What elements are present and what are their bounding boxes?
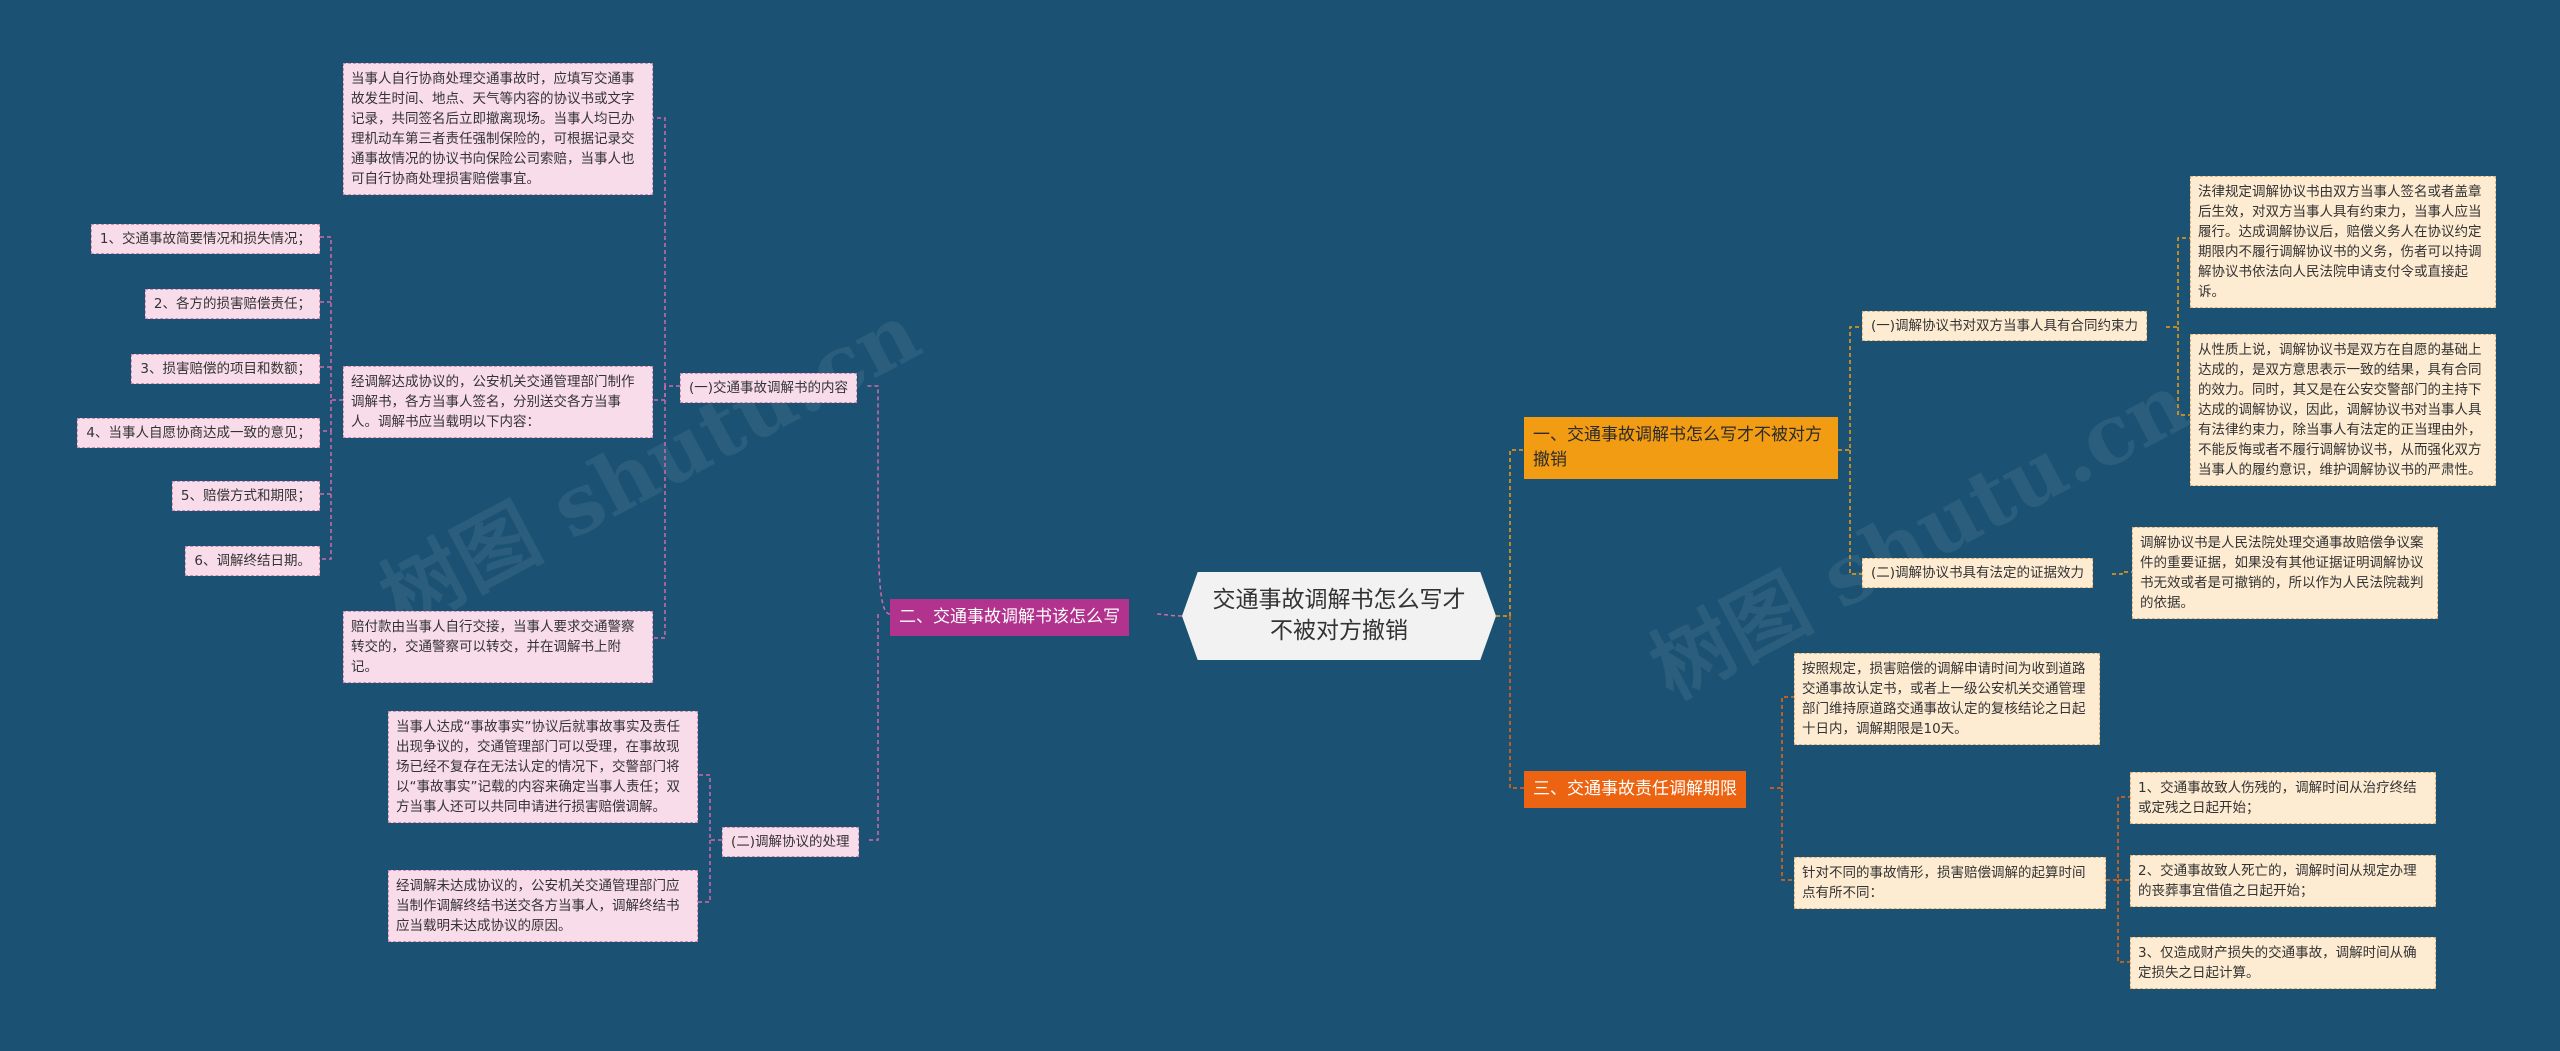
note-self-negotiation[interactable]: 当事人自行协商处理交通事故时，应填写交通事故发生时间、地点、天气等内容的协议书或… [343,63,653,195]
branch-mediation-period[interactable]: 三、交通事故责任调解期限 [1524,771,1746,808]
central-topic[interactable]: 交通事故调解书怎么写才不被对方撤销 [1182,572,1496,660]
period-item[interactable]: 1、交通事故致人伤残的，调解时间从治疗终结或定残之日起开始； [2130,772,2436,824]
note-application-time[interactable]: 按照规定，损害赔偿的调解申请时间为收到道路交通事故认定书，或者上一级公安机关交通… [1794,653,2100,745]
branch-not-revoked[interactable]: 一、交通事故调解书怎么写才不被对方撤销 [1524,417,1838,479]
branch-how-to-write[interactable]: 二、交通事故调解书该怎么写 [890,599,1129,636]
note-fact-agreement[interactable]: 当事人达成“事故事实”协议后就事故事实及责任出现争议的，交通管理部门可以受理，在… [388,711,698,823]
note-legal-effect[interactable]: 法律规定调解协议书由双方当事人签名或者盖章后生效，对双方当事人具有约束力，当事人… [2190,176,2496,308]
content-item[interactable]: 6、调解终结日期。 [185,546,320,576]
note-nature[interactable]: 从性质上说，调解协议书是双方在自愿的基础上达成的，是双方意思表示一致的结果，具有… [2190,334,2496,486]
content-item[interactable]: 5、赔偿方式和期限； [171,481,320,511]
content-item[interactable]: 4、当事人自愿协商达成一致的意见； [77,418,320,448]
subtopic-content[interactable]: (一)交通事故调解书的内容 [680,373,858,403]
note-mediation-failed[interactable]: 经调解未达成协议的，公安机关交通管理部门应当制作调解终结书送交各方当事人，调解终… [388,870,698,942]
content-item[interactable]: 3、损害赔偿的项目和数额； [131,354,320,384]
content-item[interactable]: 2、各方的损害赔偿责任； [144,289,320,319]
subtopic-start-time[interactable]: 针对不同的事故情形，损害赔偿调解的起算时间点有所不同： [1794,857,2106,909]
subtopic-contract-binding[interactable]: (一)调解协议书对双方当事人具有合同约束力 [1862,311,2148,341]
note-payment-transfer[interactable]: 赔付款由当事人自行交接，当事人要求交通警察转交的，交通警察可以转交，并在调解书上… [343,611,653,683]
subtopic-agreement-handling[interactable]: (二)调解协议的处理 [722,827,859,857]
note-court-evidence[interactable]: 调解协议书是人民法院处理交通事故赔偿争议案件的重要证据，如果没有其他证据证明调解… [2132,527,2438,619]
period-item[interactable]: 3、仅造成财产损失的交通事故，调解时间从确定损失之日起计算。 [2130,937,2436,989]
content-item[interactable]: 1、交通事故简要情况和损失情况； [90,224,320,254]
period-item[interactable]: 2、交通事故致人死亡的，调解时间从规定办理的丧葬事宜借值之日起开始； [2130,855,2436,907]
note-mediation-agreement[interactable]: 经调解达成协议的，公安机关交通管理部门制作调解书，各方当事人签名，分别送交各方当… [343,366,653,438]
subtopic-evidence-effect[interactable]: (二)调解协议书具有法定的证据效力 [1862,558,2094,588]
